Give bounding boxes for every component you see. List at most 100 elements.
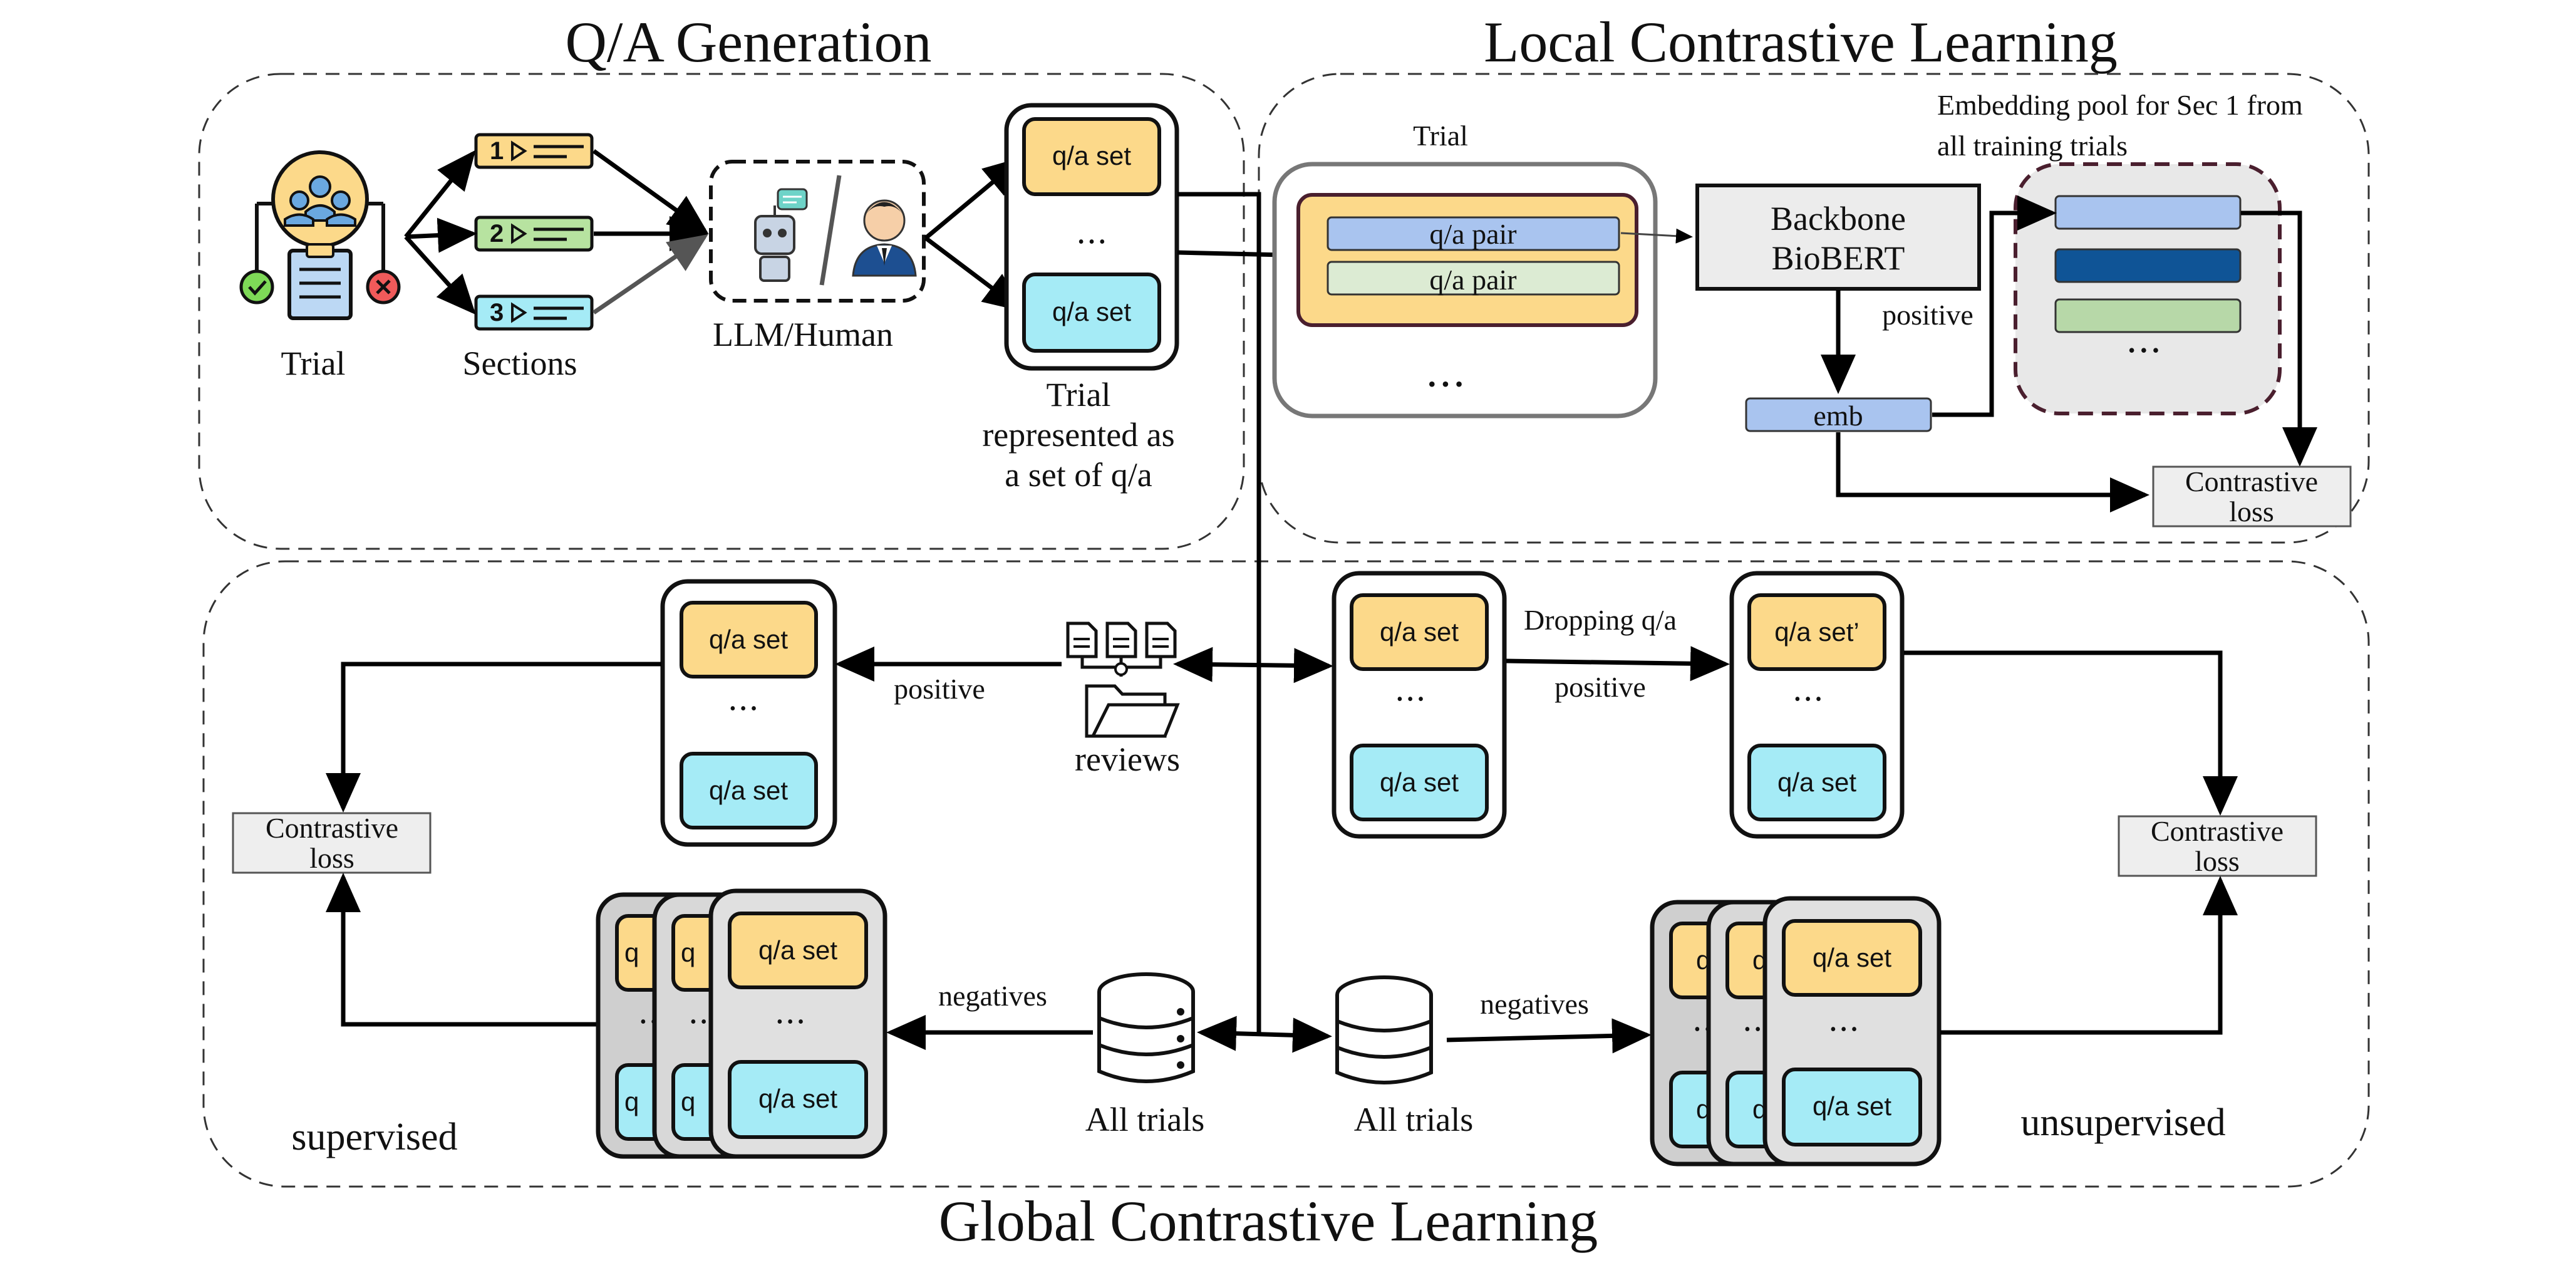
svg-text:• • •: • • • (1794, 690, 1821, 709)
local-qa-pair-1 (1327, 216, 1620, 251)
title-local-contrastive: Local Contrastive Learning (1484, 10, 2118, 74)
section-2: 2 (474, 216, 594, 252)
arrow-reviews-to-unsupervised-anchor (1173, 647, 1333, 683)
embedding-pool-line-1: Embedding pool for Sec 1 from (1937, 89, 2303, 121)
llm-human-label: LLM/Human (713, 316, 893, 353)
supervised-positive-label: positive (894, 673, 985, 705)
svg-text:q/a pair: q/a pair (1429, 218, 1516, 250)
pool-ellipsis: • • • (2128, 339, 2160, 361)
arrow-pool-to-local-loss (2241, 210, 2317, 467)
svg-text:• • •: • • • (730, 699, 757, 719)
trial-qa-set-ellipsis: • • • (1078, 232, 1105, 252)
svg-text:q: q (681, 938, 695, 967)
svg-text:loss: loss (2229, 496, 2274, 528)
arrow-section-3-to-llm (592, 234, 708, 314)
arrow-supervised-positive-to-loss (326, 662, 661, 813)
unsupervised-contrastive-loss-box (2118, 815, 2317, 877)
trial-rep-line-2: represented as (982, 416, 1174, 454)
pool-embedding-2 (2054, 248, 2242, 283)
local-contrastive-loss-box (2152, 465, 2352, 528)
arrow-llm-to-qa-set-bottom (924, 236, 1023, 312)
svg-text:q/a set: q/a set (1052, 297, 1131, 326)
svg-text:1: 1 (490, 137, 504, 165)
arrow-llm-to-qa-set-top (924, 157, 1023, 240)
unsupervised-negatives-stack: q q • • • q q • • • q/a set • • • q/a se… (1650, 896, 1942, 1167)
emb-box (1745, 397, 1932, 432)
local-trial-label: Trial (1413, 120, 1468, 152)
arrow-qa-pair-to-backbone (1620, 228, 1693, 244)
svg-text:Contrastive: Contrastive (2185, 465, 2318, 497)
svg-text:q/a set: q/a set (758, 935, 837, 965)
arrow-emb-to-pool (1932, 195, 2057, 417)
svg-text:q/a set: q/a set (1052, 141, 1131, 170)
section-3: 3 (474, 294, 594, 331)
svg-text:q/a set: q/a set (709, 776, 788, 805)
trial-icon (239, 150, 401, 320)
svg-text:loss: loss (2195, 845, 2240, 877)
supervised-negatives-stack: q q • • • q q • • • q/a set • • • q/a se… (596, 888, 887, 1159)
svg-text:loss: loss (309, 842, 354, 874)
svg-text:q/a set: q/a set (709, 625, 788, 654)
unsupervised-negatives-label: negatives (1480, 988, 1589, 1020)
arrow-section-1-to-llm (592, 149, 708, 234)
arrow-trial-to-section-3 (404, 235, 476, 315)
all-trials-right-label: All trials (1354, 1101, 1473, 1138)
connector-all-trials-split (1197, 1016, 1332, 1053)
embedding-pool-line-2: all training trials (1937, 130, 2128, 162)
database-icon-left (1097, 972, 1195, 1083)
svg-text:q: q (681, 1087, 695, 1116)
human-icon (852, 199, 917, 277)
svg-text:q: q (624, 1087, 639, 1116)
svg-text:q/a set: q/a set (1777, 767, 1856, 797)
svg-text:2: 2 (490, 220, 504, 247)
trial-qa-set-top (1022, 117, 1161, 196)
svg-text:q/a set: q/a set (1813, 943, 1891, 972)
unsupervised-label: unsupervised (2020, 1101, 2225, 1144)
database-icon-right (1335, 975, 1433, 1084)
svg-text:• • •: • • • (777, 1012, 804, 1032)
svg-text:q/a set: q/a set (1380, 767, 1459, 797)
sections-label: Sections (463, 345, 577, 382)
pool-embedding-1 (2054, 195, 2242, 230)
reviews-label: reviews (1075, 741, 1180, 778)
supervised-negatives-label: negatives (938, 980, 1047, 1012)
arrow-trial-to-section-1 (404, 150, 476, 239)
robot-icon (754, 188, 808, 282)
trial-label: Trial (281, 345, 345, 382)
svg-text:Contrastive: Contrastive (2151, 815, 2284, 847)
local-trial-ellipsis: • • • (1428, 372, 1463, 397)
global-contrastive-region (202, 560, 2370, 1188)
svg-text:BioBERT: BioBERT (1772, 239, 1905, 277)
svg-text:Backbone: Backbone (1771, 200, 1906, 237)
dropping-qa-label: Dropping q/a (1524, 604, 1677, 636)
local-positive-label: positive (1882, 299, 1973, 331)
svg-text:q/a set: q/a set (1380, 617, 1459, 647)
unsupervised-positive-label: positive (1554, 671, 1646, 703)
title-qa-generation: Q/A Generation (565, 10, 931, 74)
local-qa-pair-2 (1327, 261, 1620, 296)
svg-text:Contrastive: Contrastive (266, 812, 398, 844)
title-global-contrastive: Global Contrastive Learning (939, 1189, 1598, 1253)
svg-text:• • •: • • • (1397, 690, 1424, 709)
arrow-unsupervised-negatives-to-loss (1940, 876, 2238, 1035)
reviews-icon (1066, 621, 1180, 738)
svg-text:q/a set: q/a set (1813, 1091, 1891, 1121)
arrow-anchor-to-augmented (1506, 646, 1730, 682)
all-trials-left-label: All trials (1085, 1101, 1204, 1138)
arrow-augmented-to-unsupervised-loss (1904, 650, 2238, 816)
svg-text:q: q (624, 938, 639, 967)
svg-text:3: 3 (490, 299, 504, 326)
llm-human-slash (819, 175, 842, 286)
local-section-box (1296, 193, 1638, 327)
trial-rep-line-3: a set of q/a (1005, 456, 1152, 494)
svg-text:emb: emb (1813, 400, 1863, 432)
supervised-label: supervised (291, 1116, 457, 1158)
svg-text:q/a set’: q/a set’ (1774, 617, 1859, 647)
trial-rep-line-1: Trial (1046, 376, 1110, 413)
arrow-supervised-negatives-to-loss (326, 873, 598, 1027)
svg-text:q/a set: q/a set (758, 1084, 837, 1113)
qa-generation-region (198, 73, 1245, 550)
supervised-contrastive-loss-box (232, 812, 432, 874)
arrow-all-trials-to-unsupervised-negatives (1446, 1018, 1652, 1054)
